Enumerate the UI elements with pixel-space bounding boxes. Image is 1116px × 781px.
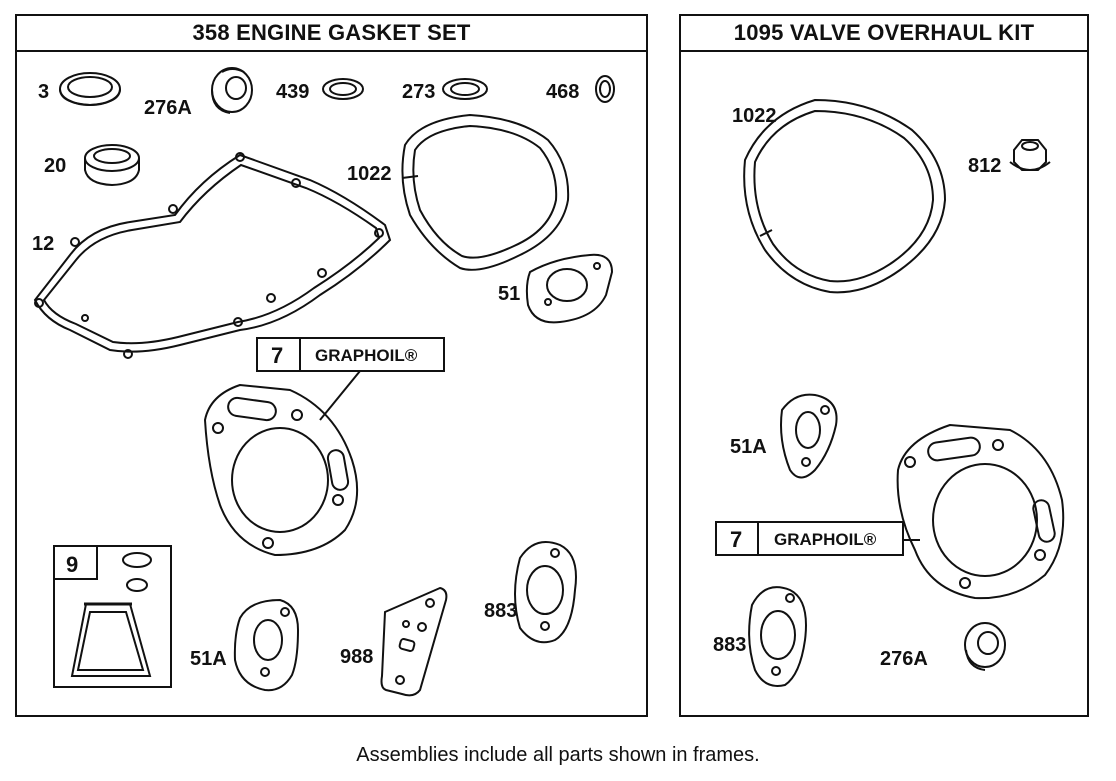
label-51a-right: 51A xyxy=(730,436,767,458)
label-276a: 276A xyxy=(144,97,192,119)
part-1022-valve-cover-gasket xyxy=(401,113,570,271)
graphoil-callout-left xyxy=(256,337,445,421)
label-9: 9 xyxy=(66,552,78,577)
engine-gasket-set-frame: 358 ENGINE GASKET SET xyxy=(15,14,648,717)
label-graphoil-right: GRAPHOIL® xyxy=(774,530,877,549)
part-7-head-gasket-left xyxy=(203,383,359,557)
part-12-crankcase-gasket xyxy=(33,152,392,359)
part-812-nut xyxy=(1009,139,1051,171)
part-20-oil-seal xyxy=(84,144,140,187)
part-7-head-gasket-right xyxy=(896,423,1065,600)
part-988-plate xyxy=(380,586,448,697)
valve-overhaul-kit-title: 1095 VALVE OVERHAUL KIT xyxy=(681,16,1087,52)
label-51: 51 xyxy=(498,283,520,305)
label-graphoil-left: GRAPHOIL® xyxy=(315,346,418,365)
label-883-left: 883 xyxy=(484,600,517,622)
part-276a-valve-seal-right xyxy=(964,622,1006,671)
part-3-seal xyxy=(59,72,121,107)
valve-overhaul-kit-frame: 1095 VALVE OVERHAUL KIT xyxy=(679,14,1089,717)
label-883-right: 883 xyxy=(713,634,746,656)
part-51a-exhaust-gasket-left xyxy=(233,598,300,692)
label-7-right: 7 xyxy=(730,527,742,552)
part-273-gasket xyxy=(442,78,488,100)
label-20: 20 xyxy=(44,155,66,177)
part-51a-exhaust-gasket-right xyxy=(780,393,838,479)
label-7-left: 7 xyxy=(271,343,283,368)
part-883-gasket-left xyxy=(514,541,577,644)
part-468-ring xyxy=(595,75,615,103)
part-9-box xyxy=(53,545,172,688)
label-12: 12 xyxy=(32,233,54,255)
label-276a-right: 276A xyxy=(880,648,928,670)
label-468: 468 xyxy=(546,81,579,103)
part-51-intake-gasket xyxy=(525,253,614,324)
label-3: 3 xyxy=(38,81,49,103)
assemblies-caption: Assemblies include all parts shown in fr… xyxy=(356,744,760,766)
label-51a-left: 51A xyxy=(190,648,227,670)
part-1022-valve-cover-gasket-right xyxy=(743,98,947,294)
part-883-gasket-right xyxy=(748,586,807,687)
label-812: 812 xyxy=(968,155,1001,177)
engine-gasket-set-title: 358 ENGINE GASKET SET xyxy=(17,16,646,52)
label-273: 273 xyxy=(402,81,435,103)
graphoil-callout-right xyxy=(715,521,920,556)
part-439-gasket xyxy=(322,78,364,100)
label-988: 988 xyxy=(340,646,373,668)
label-1022-left: 1022 xyxy=(347,163,392,185)
label-1022-right: 1022 xyxy=(732,105,777,127)
label-439: 439 xyxy=(276,81,309,103)
part-276a-valve-seal xyxy=(211,67,253,114)
